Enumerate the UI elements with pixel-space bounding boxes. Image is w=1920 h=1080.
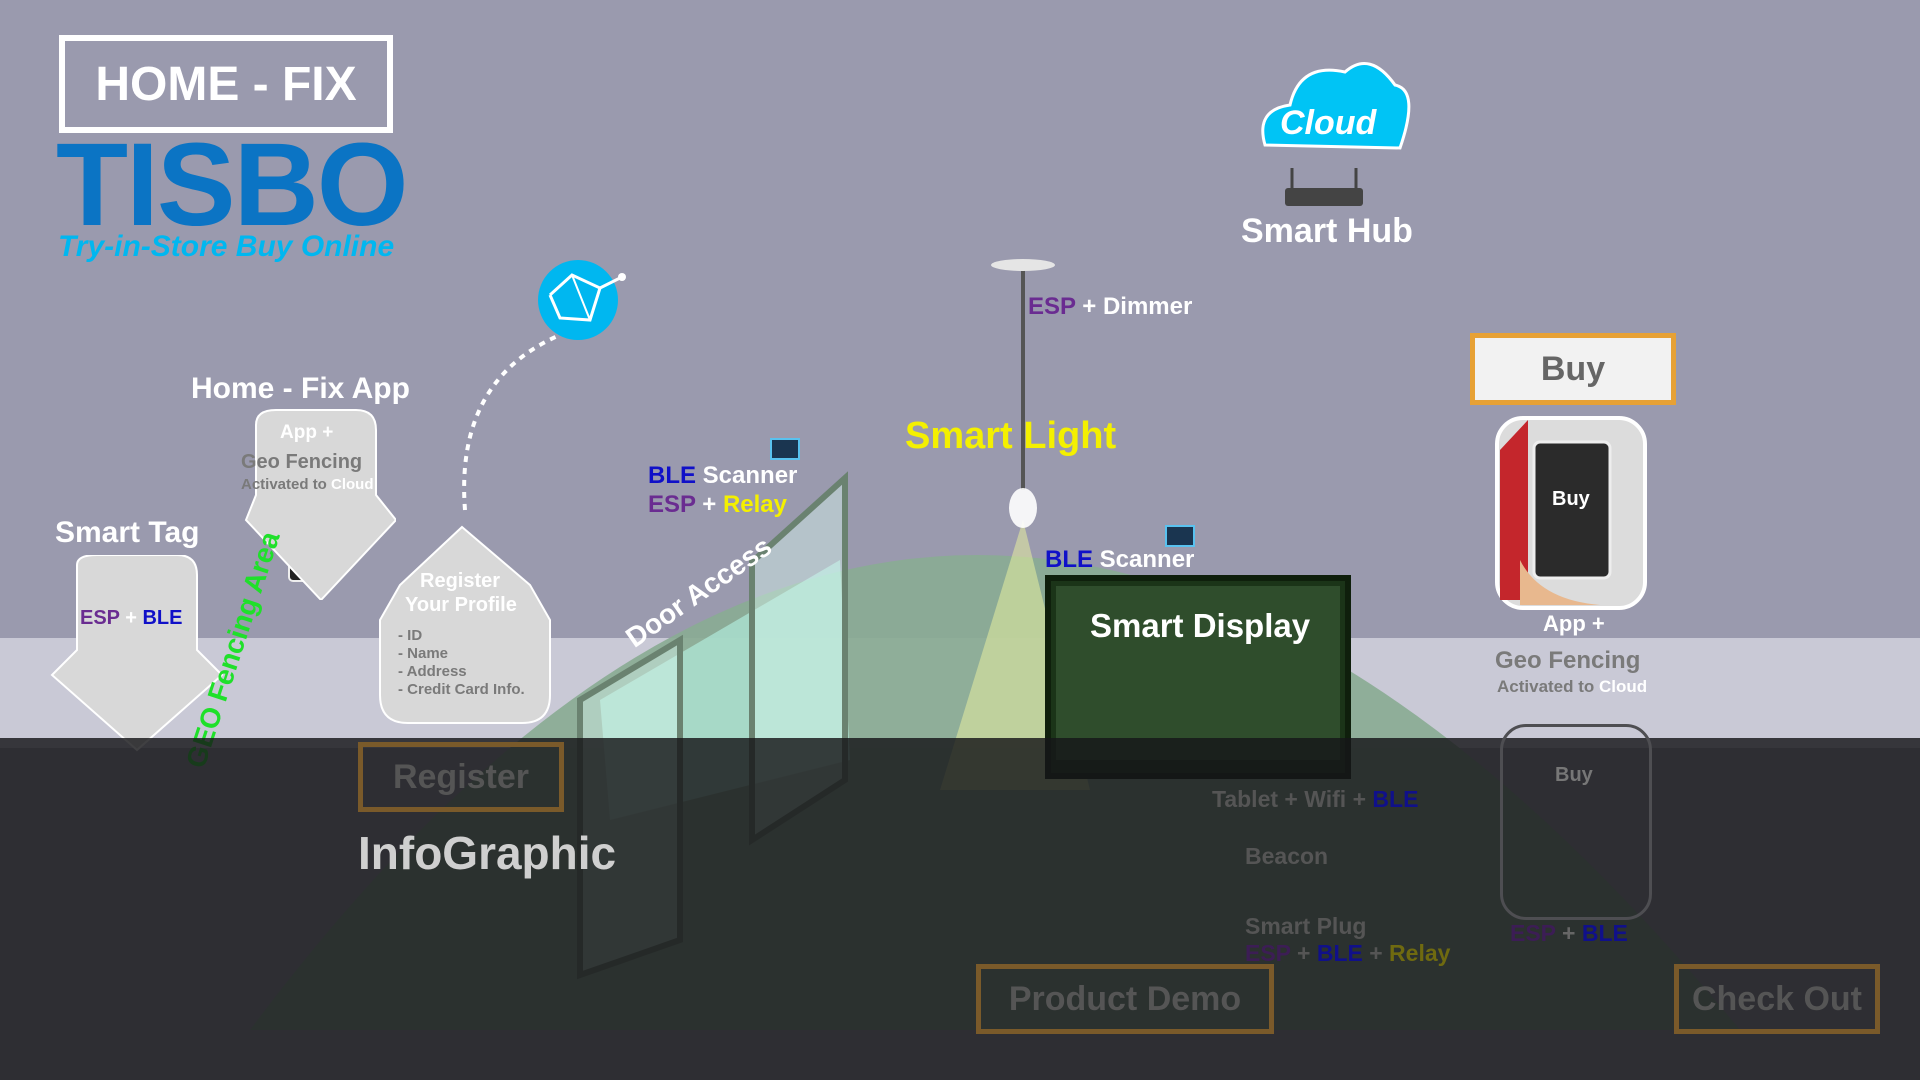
beacon-label: Beacon <box>1245 843 1329 869</box>
app-bubble-line2: Geo Fencing <box>241 451 363 473</box>
tablet-label: Tablet + Wifi + BLE <box>1212 786 1418 813</box>
app-bubble-cloud: Cloud <box>331 476 374 493</box>
buy-phone-button[interactable]: Buy <box>1552 488 1590 510</box>
globe-icon <box>538 260 618 340</box>
app-bubble-line3-text: Activated to <box>241 476 332 493</box>
plug-plus: + <box>1290 940 1317 966</box>
app-bubble <box>236 409 396 600</box>
dimmer-word: + Dimmer <box>1075 293 1193 320</box>
plug-ble: BLE <box>1316 940 1363 966</box>
tablet-label-text: Tablet + Wifi + <box>1212 786 1373 812</box>
remote-spec: ESP + BLE <box>1510 920 1628 947</box>
app-bubble-line3: Activated to Cloud <box>241 476 374 493</box>
remote-ble: BLE <box>1581 920 1628 946</box>
app-bubble-line1: App + <box>280 422 334 443</box>
logo-box: HOME - FIX <box>59 35 393 133</box>
buy-app-cloud: Cloud <box>1599 677 1648 696</box>
connection-path <box>462 333 561 511</box>
register-profile-item: - Credit Card Info. <box>398 681 525 698</box>
dimmer-esp: ESP <box>1028 293 1076 320</box>
app-title: Home - Fix App <box>191 372 410 405</box>
product-demo-button[interactable]: Product Demo <box>976 964 1274 1034</box>
smart-plug-spec: ESP + BLE + Relay <box>1245 940 1450 967</box>
buy-app-line3-text: Activated to <box>1497 677 1600 696</box>
register-button[interactable]: Register <box>358 742 564 812</box>
smart-tag-title: Smart Tag <box>55 516 200 549</box>
smart-tag-plus: + <box>119 607 143 629</box>
smart-plug-label: Smart Plug <box>1245 913 1367 939</box>
infographic-title: InfoGraphic <box>358 827 617 879</box>
brand-title: TISBO <box>56 119 409 251</box>
register-profile-item: - Address <box>398 663 467 680</box>
ble-scanner-device <box>1165 525 1195 547</box>
door-scanner-word: Scanner <box>696 462 798 489</box>
door-scanner-ble: BLE <box>648 462 696 489</box>
buy-app-line3: Activated to Cloud <box>1497 677 1647 697</box>
smart-hub-label: Smart Hub <box>1241 212 1413 250</box>
display-scanner-ble: BLE <box>1045 546 1093 573</box>
check-out-button[interactable]: Check Out <box>1674 964 1880 1034</box>
smart-tag-esp: ESP <box>80 607 120 629</box>
ble-scanner-device <box>770 438 800 460</box>
phone-icon <box>1532 440 1612 580</box>
plug-esp: ESP <box>1245 940 1291 966</box>
plug-plus: + <box>1362 940 1390 966</box>
door-relay-label: ESP + Relay <box>648 491 787 519</box>
remote-esp: ESP <box>1510 920 1556 946</box>
smart-display-label: Smart Display <box>1090 607 1311 644</box>
smart-light-label: Smart Light <box>905 415 1117 457</box>
router-icon <box>1285 188 1363 206</box>
register-profile-item: - ID <box>398 627 423 644</box>
buy-button[interactable]: Buy <box>1470 333 1676 405</box>
plug-relay: Relay <box>1389 940 1451 966</box>
light-bulb <box>1009 488 1037 528</box>
door-scanner-label: BLE Scanner <box>648 462 797 490</box>
door-relay-word: Relay <box>722 491 787 518</box>
register-profile-line1: Register <box>420 570 501 592</box>
buy-app-line1: App + <box>1543 611 1605 636</box>
remote-plus: + <box>1555 920 1582 946</box>
buy-app-line2: Geo Fencing <box>1495 647 1641 674</box>
smart-tag-ble: BLE <box>142 607 183 629</box>
caption-overlay <box>0 738 1920 1080</box>
tablet-label-ble: BLE <box>1372 786 1419 812</box>
register-profile-item: - Name <box>398 645 449 662</box>
smart-tag-bubble <box>42 555 224 752</box>
dimmer-label: ESP + Dimmer <box>1028 293 1192 321</box>
brand-tagline: Try-in-Store Buy Online <box>58 230 395 263</box>
remote-buy-button[interactable]: Buy <box>1555 764 1593 786</box>
cloud-icon <box>1261 62 1411 150</box>
light-mount <box>991 259 1055 271</box>
door-relay-esp: ESP <box>648 491 696 518</box>
display-scanner-label: BLE Scanner <box>1045 546 1194 574</box>
smart-tag-spec: ESP + BLE <box>80 607 182 630</box>
register-profile-line2: Your Profile <box>405 594 517 616</box>
display-scanner-word: Scanner <box>1093 546 1195 573</box>
register-bubble <box>370 525 555 725</box>
cloud-label: Cloud <box>1280 104 1377 142</box>
door-relay-plus: + <box>695 491 723 518</box>
remote-buy-card <box>1500 724 1652 920</box>
